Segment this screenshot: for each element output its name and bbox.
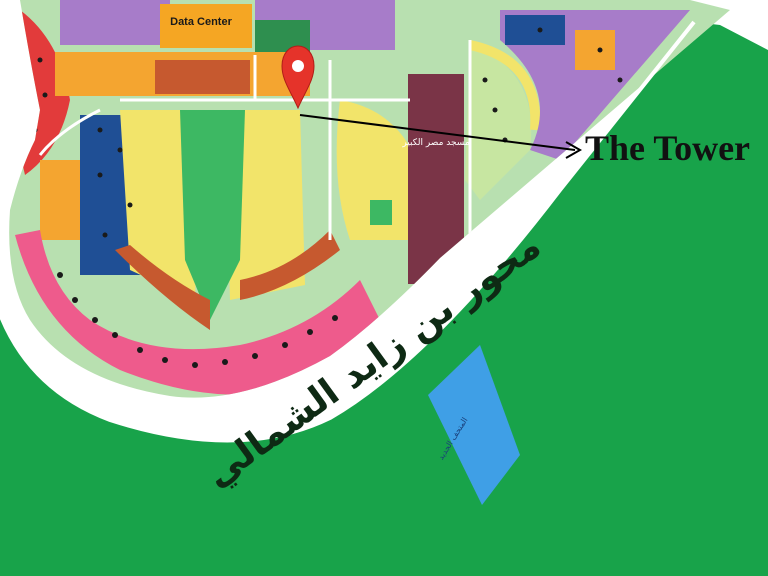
purple-block-top (60, 0, 170, 45)
green-belt (0, 22, 768, 576)
museum-block (428, 345, 520, 505)
central-park (180, 110, 245, 320)
location-pin-icon[interactable] (281, 45, 315, 110)
mosque-label: مسجد مصر الكبير (401, 138, 469, 148)
data-center-block (160, 4, 252, 48)
the-tower-label: The Tower (585, 128, 750, 168)
data-center-label: Data Center (170, 16, 232, 28)
arrow-pointer-icon (565, 141, 583, 159)
pink-residential-ring (15, 230, 380, 395)
arrow-line (299, 114, 576, 151)
